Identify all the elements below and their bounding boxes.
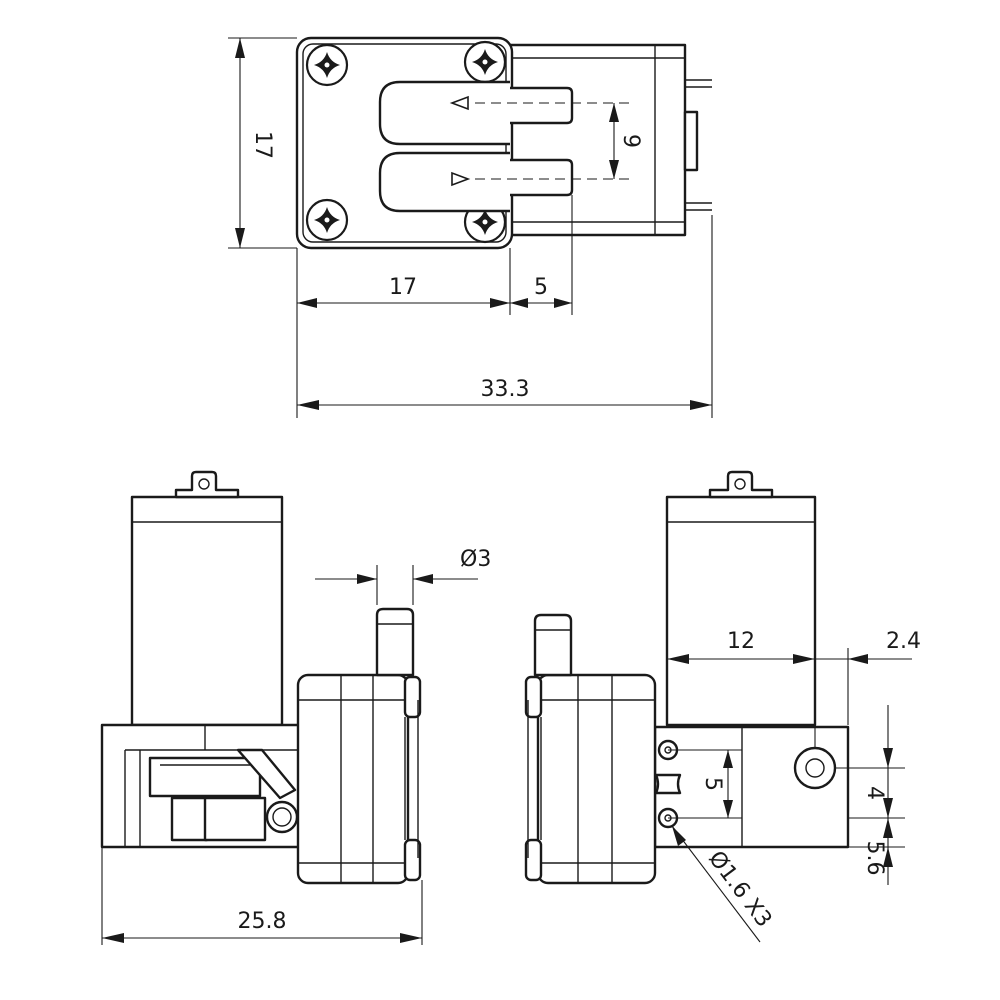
dim-mount-spacing: 4	[862, 786, 887, 800]
side-lug-top	[524, 675, 543, 719]
front-screw-hole	[265, 800, 299, 834]
dim-top-height: 17	[250, 131, 275, 159]
side-nozzle	[533, 613, 573, 677]
dim-hole-callout: Ø1.6 X3	[703, 847, 776, 933]
side-center-slot	[654, 773, 682, 795]
side-pump-head	[536, 673, 657, 885]
front-pump-head	[296, 673, 410, 885]
top-port-housing-lower	[378, 151, 510, 213]
screw-icon	[463, 40, 507, 84]
side-lug-bottom	[524, 838, 543, 882]
side-mount-hole	[793, 746, 837, 790]
dim-port-spacing: 9	[618, 134, 643, 148]
dim-front-width: 25.8	[238, 909, 287, 934]
top-motor-tab	[683, 110, 699, 172]
front-view: Ø3 25.8	[100, 470, 491, 945]
screw-icon	[305, 198, 349, 242]
dim-port-offset: 5	[534, 275, 548, 300]
top-view: 17 9 17 5 33.3	[228, 36, 713, 418]
dim-motor-width: 12	[727, 629, 755, 654]
top-nozzle-lower	[510, 158, 574, 197]
dim-hole-spacing: 5	[700, 777, 725, 791]
side-motor-terminal	[708, 470, 774, 499]
dim-port-diameter: Ø3	[460, 547, 491, 572]
front-lug-top	[403, 675, 422, 719]
front-block-right	[203, 796, 267, 842]
top-nozzle-upper	[510, 86, 574, 125]
front-motor-body	[130, 495, 284, 727]
front-diaphragm-arm	[236, 748, 297, 800]
front-motor-terminal	[174, 470, 240, 499]
front-nozzle	[375, 607, 415, 677]
outlet-arrow-icon	[449, 95, 469, 111]
front-lug-bottom	[403, 838, 422, 882]
dim-top-width: 17	[389, 275, 417, 300]
dim-total-length: 33.3	[481, 377, 530, 402]
top-port-housing-upper	[378, 80, 510, 146]
screw-icon	[305, 43, 349, 87]
side-motor-body	[665, 495, 817, 727]
front-linkage	[148, 756, 262, 798]
inlet-arrow-icon	[451, 171, 471, 187]
dim-bottom-offset: 5.6	[862, 841, 887, 876]
front-block-left	[170, 796, 209, 842]
dim-bracket-offset: 2.4	[886, 629, 921, 654]
side-view: 12 2.4 5 4 5.6 Ø1.6 X3	[524, 470, 921, 943]
top-motor-body	[503, 43, 687, 237]
